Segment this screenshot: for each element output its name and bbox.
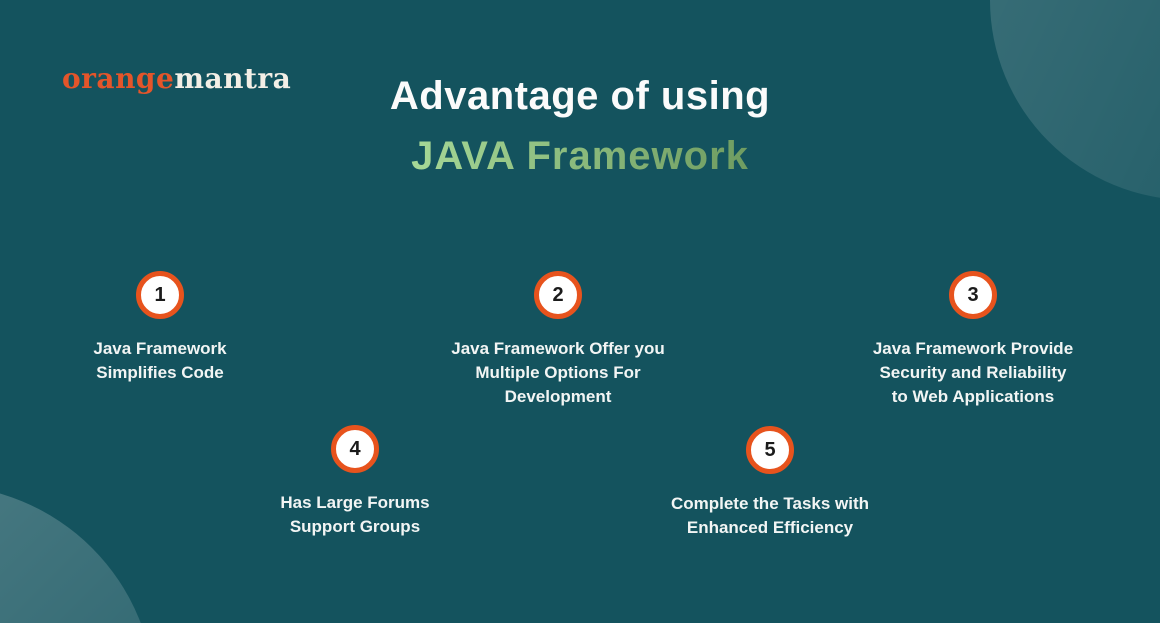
logo-orange-text: orange	[62, 62, 175, 95]
advantage-label: Java Framework Offer you Multiple Option…	[451, 339, 665, 406]
advantage-item-1: 1 Java Framework Simplifies Code	[40, 271, 280, 385]
advantage-label: Complete the Tasks with Enhanced Efficie…	[670, 494, 870, 537]
advantage-label: Java Framework Simplifies Code	[93, 339, 227, 382]
advantage-label: Java Framework Provide Security and Reli…	[872, 339, 1074, 406]
step-number-badge: 2	[534, 271, 582, 319]
step-number-badge: 5	[746, 426, 794, 474]
advantage-label: Has Large Forums Support Groups	[280, 493, 430, 536]
orangemantra-logo: orangemantra	[62, 62, 291, 95]
advantage-item-2: 2 Java Framework Offer you Multiple Opti…	[408, 271, 708, 409]
page-title: Advantage of using JAVA Framework	[0, 72, 1160, 180]
advantage-item-4: 4 Has Large Forums Support Groups	[205, 425, 505, 539]
advantage-item-5: 5 Complete the Tasks with Enhanced Effic…	[618, 426, 922, 540]
title-line-2: JAVA Framework	[411, 134, 749, 178]
step-number-badge: 4	[331, 425, 379, 473]
step-number-badge: 3	[949, 271, 997, 319]
logo-mantra-text: mantra	[174, 62, 292, 95]
step-number-badge: 1	[136, 271, 184, 319]
title-line-1: Advantage of using	[389, 74, 771, 118]
advantage-item-3: 3 Java Framework Provide Security and Re…	[818, 271, 1128, 409]
background-circle-bottom-left	[0, 485, 155, 623]
